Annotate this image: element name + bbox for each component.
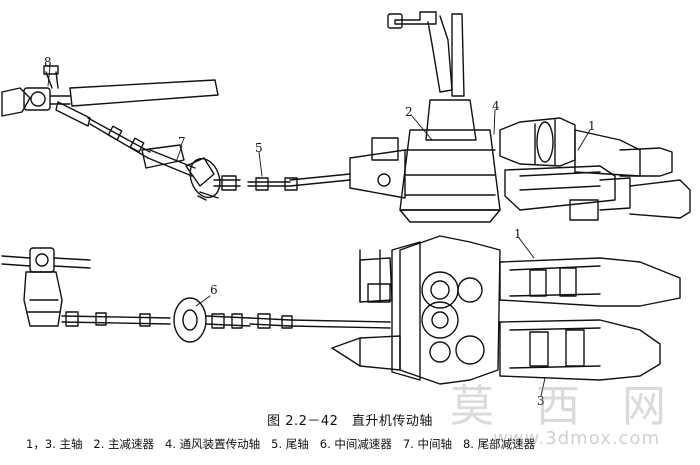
watermark-url: www.3dmox.com — [493, 428, 660, 449]
legend-item: 5. 尾轴 — [271, 437, 309, 451]
legend-item: 4. 通风装置传动轴 — [165, 437, 261, 451]
bottom-main-reducer — [359, 235, 501, 385]
top-tail-shaft-5 — [247, 173, 351, 191]
bottom-intermediate-reducer — [173, 297, 391, 343]
bottom-tail-shaft — [61, 311, 171, 327]
legend-item: 1，3. 主轴 — [26, 437, 83, 451]
top-engines — [499, 117, 691, 221]
callout-8: 8 — [44, 55, 52, 69]
callout-1-bottom: 1 — [514, 227, 522, 241]
legend-item: 2. 主减速器 — [93, 437, 155, 451]
callout-5: 5 — [255, 141, 263, 155]
callout-leaders — [47, 65, 591, 397]
figure-legend: 1，3. 主轴 2. 主减速器 4. 通风装置传动轴 5. 尾轴 6. 中间减速… — [0, 436, 700, 452]
bottom-tail-rotor — [1, 247, 91, 327]
callout-2: 2 — [405, 105, 413, 119]
bottom-engines — [331, 257, 681, 381]
callout-7: 7 — [178, 135, 186, 149]
legend-item: 7. 中间轴 — [402, 437, 452, 451]
callout-6: 6 — [210, 283, 218, 297]
drive-shaft-drawing: 8 7 5 2 4 1 1 6 3 — [1, 11, 691, 408]
callout-4: 4 — [492, 99, 500, 113]
top-intermediate-reducer — [141, 144, 241, 201]
top-main-reducer — [349, 11, 501, 223]
top-tail-rotor — [1, 79, 219, 117]
top-tail-shaft — [87, 117, 196, 177]
callout-3: 3 — [537, 394, 545, 408]
callout-1-top: 1 — [588, 119, 596, 133]
legend-item: 6. 中间减速器 — [319, 437, 392, 451]
top-tail-reducer — [43, 65, 91, 127]
figure-caption: 图 2.2－42 直升机传动轴 — [267, 414, 433, 429]
legend-item: 8. 尾部减速器 — [462, 437, 536, 451]
watermark-logo: 莫 西 网 — [450, 381, 680, 432]
